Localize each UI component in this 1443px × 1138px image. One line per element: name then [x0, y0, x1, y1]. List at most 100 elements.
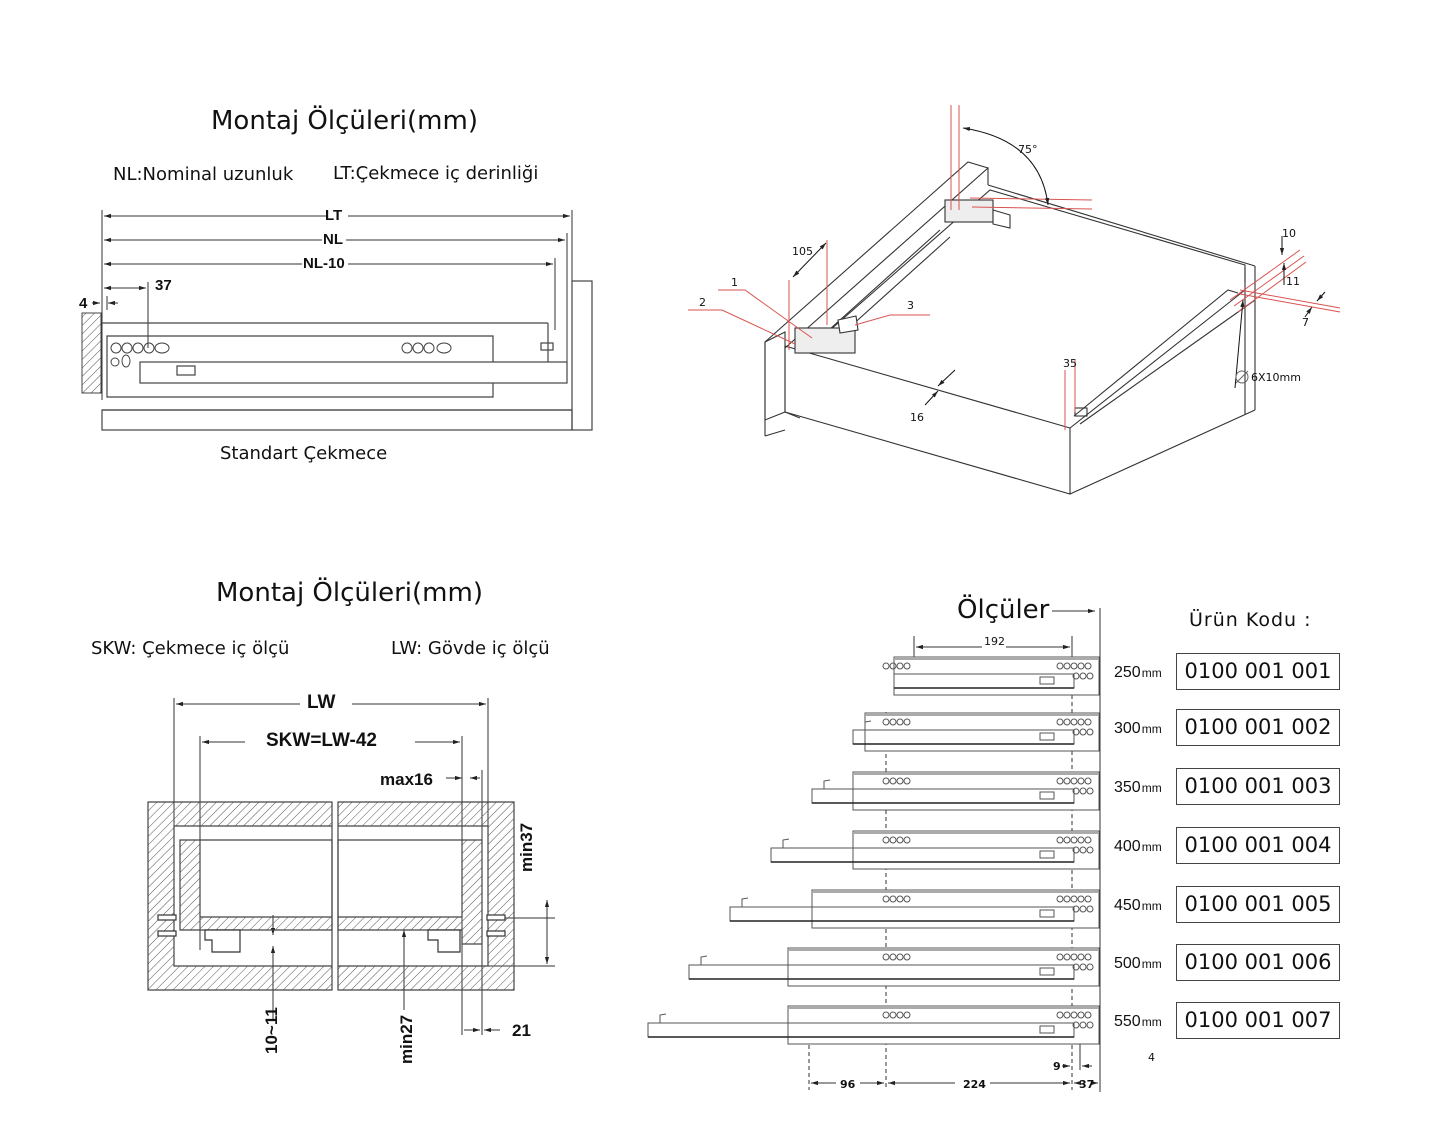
size-unit: mm: [1141, 722, 1162, 736]
slide-hole: [903, 836, 911, 844]
panel4-title: Ölçüler: [957, 595, 1050, 625]
dim-nl-10: NL-10: [303, 255, 345, 272]
slide-body: [811, 889, 1100, 929]
slide-hook: [741, 897, 749, 907]
slide-hole: [1077, 662, 1085, 670]
slide-hole: [896, 953, 904, 961]
slide-hole: [882, 718, 890, 726]
slide-hole: [1063, 662, 1071, 670]
slide-hole: [1063, 953, 1071, 961]
slide-hole: [1077, 777, 1085, 785]
slide-hole: [1056, 836, 1064, 844]
slide-hole: [1084, 662, 1092, 670]
slide-slot: [1039, 791, 1055, 800]
product-code: 0100 001 002: [1176, 709, 1340, 746]
product-size: 250mm: [1114, 664, 1162, 682]
slide-hole: [1086, 728, 1094, 736]
panel1-caption: Standart Çekmece: [220, 443, 388, 464]
product-code: 0100 001 004: [1176, 827, 1340, 864]
slide-hole: [1084, 836, 1092, 844]
size-value: 250: [1114, 664, 1141, 681]
size-value: 500: [1114, 955, 1141, 972]
slide-hole: [889, 836, 897, 844]
size-value: 300: [1114, 720, 1141, 737]
product-size: 400mm: [1114, 838, 1162, 856]
slide-hole: [1072, 846, 1080, 854]
dim-37-bottom: 37: [1079, 1078, 1095, 1091]
legend-nl: NL:Nominal uzunluk: [113, 164, 294, 185]
slide-hole: [882, 1011, 890, 1019]
slide-hole: [882, 662, 890, 670]
slide-hook: [823, 779, 831, 789]
size-unit: mm: [1141, 666, 1162, 680]
product-code: 0100 001 007: [1176, 1002, 1340, 1039]
slide-hole: [1077, 836, 1085, 844]
dim-16: 16: [910, 411, 924, 424]
slide-hole: [882, 895, 890, 903]
slide-body: [787, 1005, 1100, 1045]
legend-lw: LW: Gövde iç ölçü: [391, 638, 550, 659]
dim-4-bottom: 4: [1148, 1051, 1155, 1064]
panel3-title: Montaj Ölçüleri(mm): [216, 578, 483, 608]
slide-hole: [1084, 1011, 1092, 1019]
slide-slot: [1039, 676, 1055, 685]
slide-hole: [1072, 1021, 1080, 1029]
slide-hole: [1070, 718, 1078, 726]
slide-hole: [903, 953, 911, 961]
slide-hole: [1070, 836, 1078, 844]
slide-hole: [896, 1011, 904, 1019]
slide-hole: [1086, 1021, 1094, 1029]
callout-3: 3: [907, 299, 914, 312]
slide-slot: [1039, 1025, 1055, 1034]
slide-hole: [1086, 846, 1094, 854]
slide-hole: [1063, 836, 1071, 844]
dim-lw: LW: [307, 692, 336, 713]
slide-hole: [1056, 777, 1064, 785]
slide-hole: [1063, 777, 1071, 785]
product-size: 350mm: [1114, 779, 1162, 797]
angle-label: 75°: [1018, 143, 1038, 156]
slide-hole: [1077, 718, 1085, 726]
product-code: 0100 001 003: [1176, 768, 1340, 805]
size-unit: mm: [1141, 899, 1162, 913]
size-value: 400: [1114, 838, 1141, 855]
slide-hole: [1084, 953, 1092, 961]
slide-hole: [1079, 1021, 1087, 1029]
dim-nl: NL: [323, 231, 343, 248]
dim-9: 9: [1053, 1060, 1061, 1073]
product-size: 450mm: [1114, 897, 1162, 915]
slide-hole: [882, 836, 890, 844]
dim-10: 10: [1282, 227, 1296, 240]
slide-hole: [889, 718, 897, 726]
slide-hook: [864, 720, 872, 730]
slide-hole: [889, 1011, 897, 1019]
slide-body: [852, 830, 1100, 870]
slide-hole: [1070, 1011, 1078, 1019]
slide-hole: [1056, 662, 1064, 670]
dim-skw: SKW=LW-42: [266, 730, 377, 751]
slide-hole: [903, 718, 911, 726]
slide-hole: [1077, 1011, 1085, 1019]
slide-hole: [1079, 846, 1087, 854]
slide-hole: [1072, 728, 1080, 736]
slide-hole: [1063, 718, 1071, 726]
slide-hole: [1070, 662, 1078, 670]
slide-body: [893, 656, 1100, 696]
dim-lt: LT: [325, 207, 343, 224]
slide-hole: [1077, 953, 1085, 961]
slide-hole: [1079, 787, 1087, 795]
size-unit: mm: [1141, 781, 1162, 795]
size-value: 550: [1114, 1013, 1141, 1030]
callout-1: 1: [731, 276, 738, 289]
product-code: 0100 001 006: [1176, 944, 1340, 981]
dim-11: 11: [1286, 275, 1300, 288]
slide-slot: [1039, 967, 1055, 976]
slide-hole: [896, 895, 904, 903]
dim-224: 224: [963, 1078, 986, 1091]
product-size: 300mm: [1114, 720, 1162, 738]
size-unit: mm: [1141, 957, 1162, 971]
slide-hole: [1072, 672, 1080, 680]
dim-21: 21: [512, 1021, 531, 1040]
